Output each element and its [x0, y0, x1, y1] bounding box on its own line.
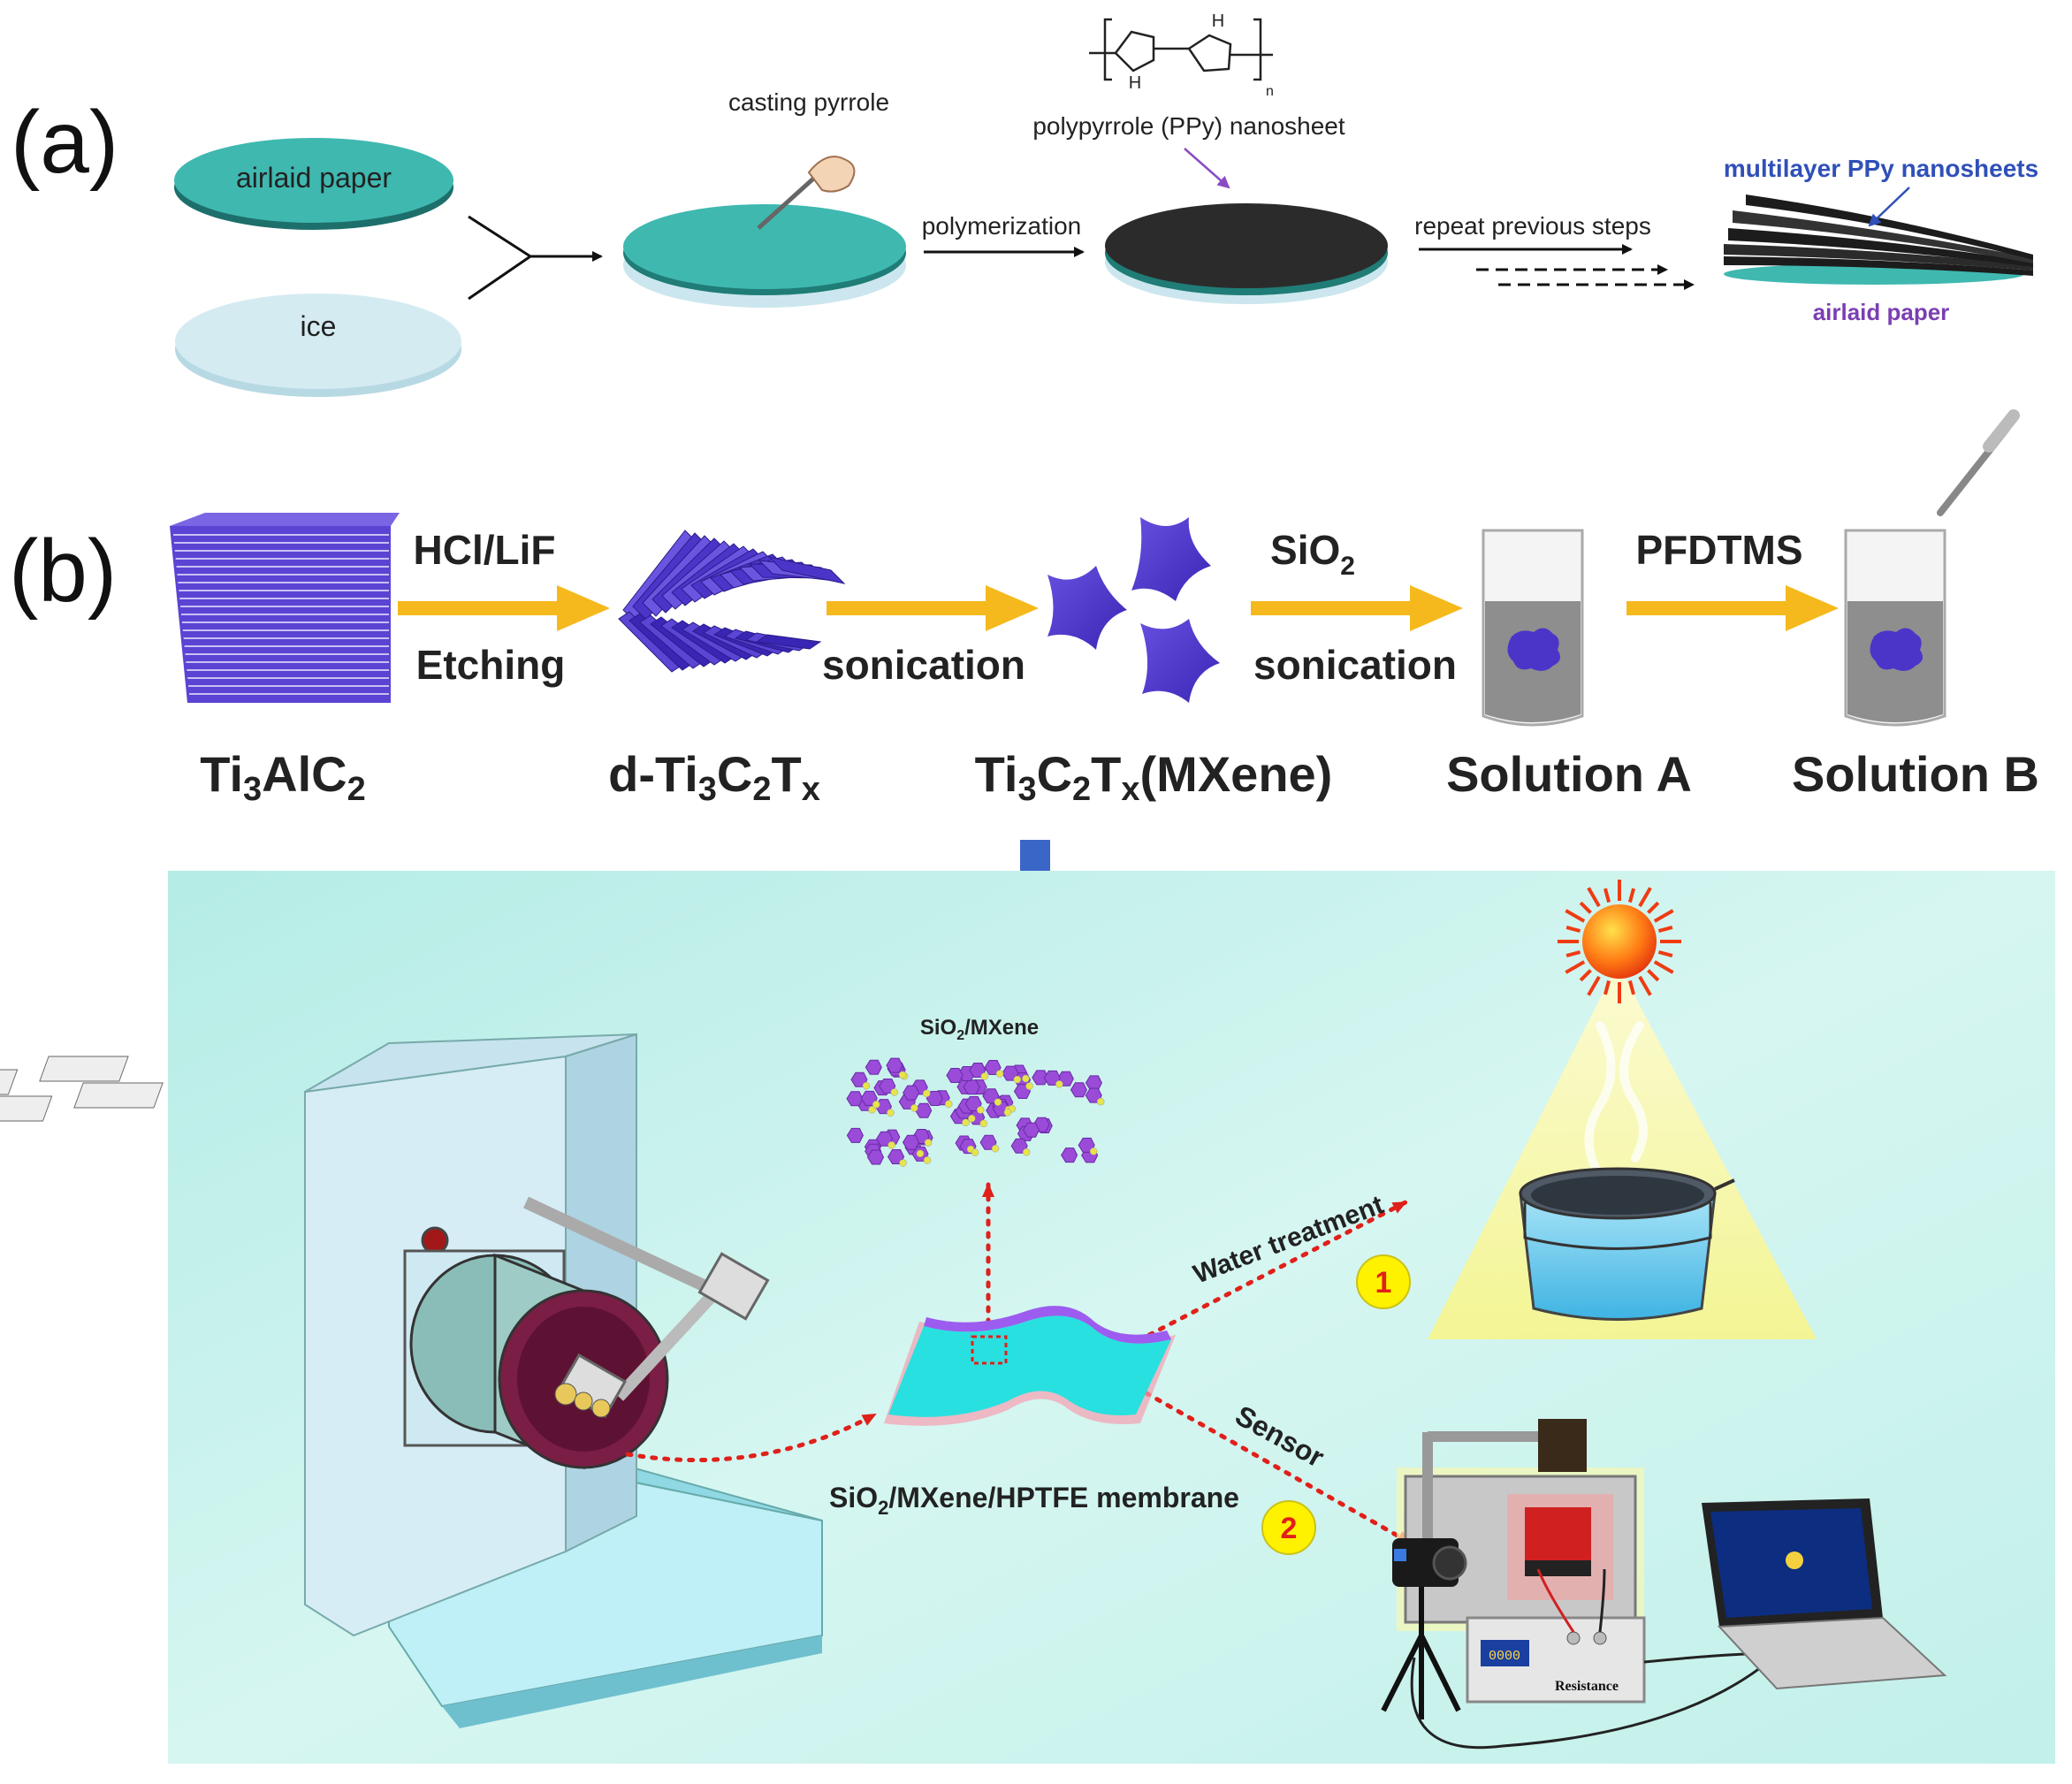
panel-b: (b) HCl/LiF Etching sonication [0, 409, 2055, 1764]
ti3alc2-block [170, 513, 400, 703]
polypyrrole-structure [1089, 18, 1273, 81]
combined-disc [623, 204, 906, 308]
ppy-nh-label-2: H [1212, 11, 1224, 31]
badge-2 [1261, 1500, 1316, 1555]
ti3alc2-layers [173, 534, 389, 695]
panel-a-letter: (a) [11, 93, 118, 192]
ppy-nh-label: H [1129, 73, 1141, 93]
beaker-solution-b [1844, 529, 1946, 727]
merge-arrow [468, 215, 601, 301]
badge-1-label: 1 [1375, 1266, 1392, 1300]
dropper-icon [1937, 409, 2020, 516]
water-beaker [1519, 1167, 1735, 1321]
pfdtms-label: PFDTMS [1635, 527, 1802, 573]
ppy-disc [1105, 203, 1388, 304]
multilayer-pointer-arrow [1868, 187, 1910, 227]
etching-arrow [398, 585, 610, 631]
airlaid-paper-result-label: airlaid paper [1813, 299, 1950, 325]
multilayer-label: multilayer PPy nanosheets [1724, 155, 2038, 182]
solution-a-label: Solution A [1446, 746, 1692, 802]
sonication-label-1: sonication [822, 642, 1025, 688]
membrane-label: SiO2/MXene/HPTFE membrane [829, 1482, 1239, 1519]
mxene-flakes [1047, 517, 1220, 703]
sio2-mxene-hptfe-membrane [884, 1306, 1176, 1426]
spin-to-membrane-arrow [625, 1412, 878, 1463]
airlaid-paper-label: airlaid paper [236, 162, 392, 194]
electrospinning-machine [0, 1033, 823, 1728]
airlaid-paper-disc [174, 138, 453, 230]
d-ti3c2tx-accordion [618, 530, 846, 673]
ppy-n-subscript: n [1266, 84, 1274, 99]
d-ti3c2tx-label: d-Ti3C2Tx [608, 746, 820, 808]
steam [1584, 1021, 1648, 1180]
sonication-label-2: sonication [1253, 642, 1457, 688]
resistance-label: Resistance [1555, 1679, 1619, 1694]
ppy-pointer-arrow [1184, 148, 1230, 189]
meter-readout: 0000 [1489, 1649, 1520, 1664]
ice-label: ice [301, 310, 337, 342]
panel-a: (a) airlaid paper ice casting pyrrole po… [11, 11, 2038, 397]
panel-b-letter: (b) [9, 522, 117, 621]
ice-disc [175, 294, 461, 397]
beaker-solution-a [1482, 529, 1584, 727]
hcl-lif-label: HCl/LiF [414, 527, 556, 573]
badge-2-label: 2 [1281, 1512, 1298, 1545]
ppy-nanosheet-label: polypyrrole (PPy) nanosheet [1032, 112, 1345, 140]
etching-label: Etching [416, 642, 566, 688]
repeat-label: repeat previous steps [1414, 212, 1651, 240]
badge-1 [1356, 1254, 1411, 1309]
solution-b-label: Solution B [1792, 746, 2039, 802]
polymerization-label: polymerization [922, 212, 1082, 240]
pfdtms-arrow [1626, 585, 1839, 631]
sensor-setup [1381, 1419, 1947, 1750]
sonication-arrow-1 [827, 585, 1039, 631]
sonication-arrow-2 [1251, 585, 1463, 631]
ti3c2tx-mxene-label: Ti3C2Tx(MXene) [975, 746, 1333, 808]
sensor-arrow [1111, 1372, 1413, 1545]
water-treatment-arrow [1146, 1200, 1408, 1338]
casting-pyrrole-label: casting pyrrole [728, 88, 889, 116]
sun-icon [1558, 880, 1681, 1003]
multilayer-ppy-stack [1724, 194, 2033, 285]
sun-light-cone [1428, 964, 1817, 1339]
sio2-label: SiO2 [1270, 527, 1355, 581]
ti3alc2-label: Ti3AlC2 [200, 746, 366, 808]
sio2-mxene-network [846, 1057, 1105, 1167]
sio2-mxene-label: SiO2/MXene [920, 1016, 1039, 1043]
pipette-icon [757, 156, 856, 230]
